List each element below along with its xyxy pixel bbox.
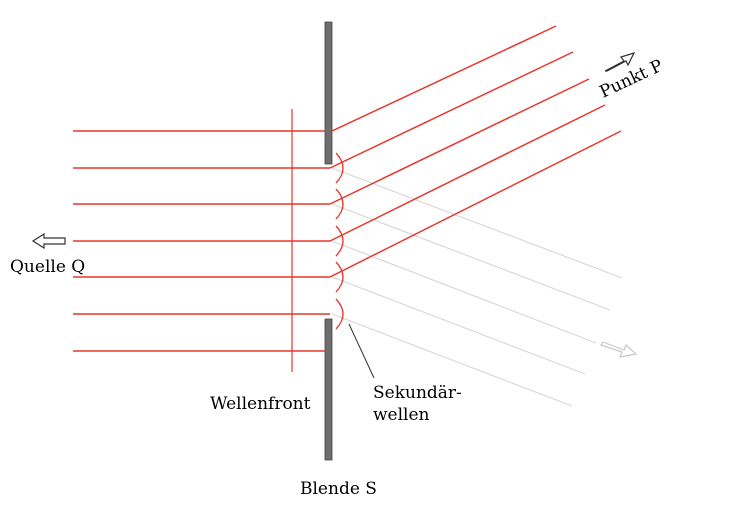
diffracted-ray xyxy=(329,130,622,278)
incoming-rays xyxy=(73,130,330,352)
wavelet-arc xyxy=(335,152,344,184)
secondary-wavelets-pointer xyxy=(348,323,375,379)
secondary-wavelets xyxy=(335,152,344,330)
wavelet-arc xyxy=(335,188,344,220)
point-label: Punkt P xyxy=(597,56,666,103)
diffracted-ray xyxy=(329,51,574,169)
faint-ray xyxy=(331,313,573,407)
diffracted-ray xyxy=(329,104,606,242)
faint-ray xyxy=(331,276,586,375)
secondary-wavelets-label-line2: wellen xyxy=(373,405,430,425)
wavelet-arc xyxy=(335,261,344,293)
diffracted-ray xyxy=(329,78,590,205)
aperture-label: Blende S xyxy=(300,479,377,499)
secondary-wavelets-label-line1: Sekundär- xyxy=(373,383,462,403)
faint-ray xyxy=(331,203,611,311)
wavelet-arc xyxy=(335,225,344,257)
aperture-plate-top xyxy=(324,21,333,165)
source-label: Quelle Q xyxy=(10,257,85,277)
faint-ray xyxy=(331,167,623,279)
diffracted-rays xyxy=(329,25,622,278)
hollow-diagonal-arrow-faint-icon xyxy=(600,341,638,358)
hollow-diagonal-arrow-icon xyxy=(604,52,636,72)
diffracted-ray xyxy=(331,25,557,132)
aperture-plate-bottom xyxy=(324,318,333,461)
faint-ray xyxy=(331,240,597,344)
hollow-left-arrow-icon xyxy=(31,232,66,250)
faint-rays xyxy=(331,167,623,407)
wavefront-label: Wellenfront xyxy=(210,394,311,414)
wavelet-arc xyxy=(335,298,344,330)
